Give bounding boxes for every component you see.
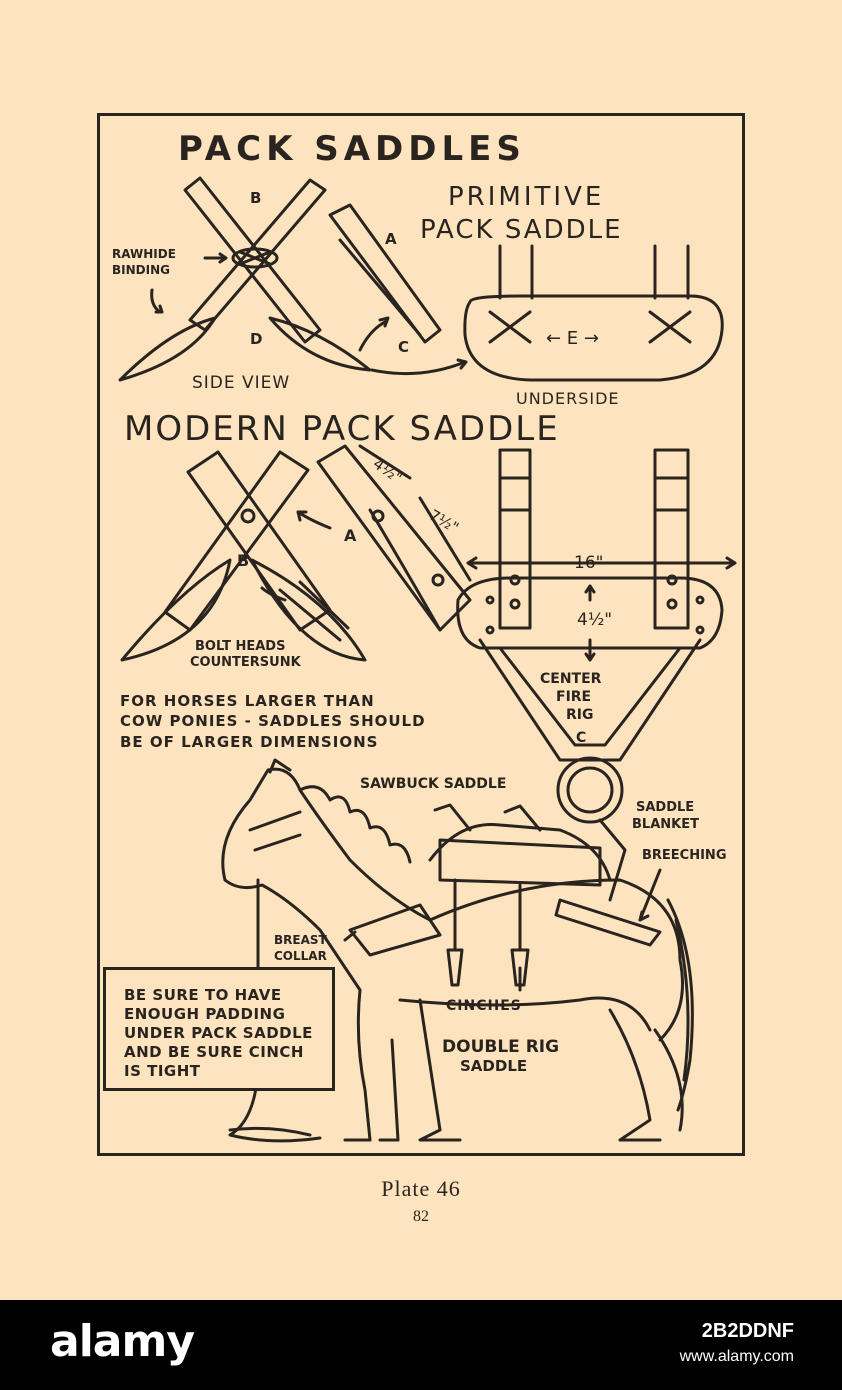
rawhide-label-line1: RAWHIDE	[112, 247, 176, 261]
padding-note-line: BE SURE TO HAVE	[124, 986, 282, 1004]
stock-logo: alamy	[50, 1316, 195, 1367]
pack-saddles-illustration: PACK SADDLES PRIMITIVE PACK SADDLE B A D…	[112, 129, 737, 1143]
site-url: www.alamy.com	[679, 1348, 794, 1365]
primitive-heading-line1: PRIMITIVE	[448, 182, 604, 212]
title: PACK SADDLES	[178, 129, 526, 169]
padding-note-line: ENOUGH PADDING	[124, 1005, 286, 1023]
primitive-label-b: B	[250, 189, 261, 207]
dim-height-label: 4½"	[577, 610, 612, 630]
breast-label-line2: COLLAR	[274, 949, 327, 963]
side-view-label: SIDE VIEW	[192, 373, 290, 393]
padding-note-box: BE SURE TO HAVE ENOUGH PADDING UNDER PAC…	[103, 967, 335, 1091]
bolt-label-line2: COUNTERSUNK	[190, 655, 302, 670]
plate-frame	[97, 113, 745, 1156]
image-id: 2B2DDNF	[701, 1320, 794, 1342]
primitive-label-a: A	[385, 230, 397, 248]
center-fire-rig	[456, 448, 737, 824]
larger-horse-note-line1: FOR HORSES LARGER THAN	[120, 692, 375, 710]
padding-note-line: IS TIGHT	[124, 1062, 201, 1080]
breeching-label: BREECHING	[642, 848, 727, 863]
larger-horse-note-line3: BE OF LARGER DIMENSIONS	[120, 733, 378, 751]
primitive-underside	[463, 244, 724, 382]
rig-label-line3: RIG	[566, 707, 593, 723]
modern-label-a: A	[344, 526, 357, 545]
underside-label: UNDERSIDE	[516, 389, 620, 408]
padding-note-line: AND BE SURE CINCH	[124, 1043, 304, 1061]
cinches-label: CINCHES	[446, 998, 522, 1014]
primitive-label-c: C	[398, 338, 409, 356]
modern-label-b: B	[237, 551, 249, 570]
page-number: 82	[413, 1208, 429, 1225]
horse-drawing	[221, 758, 694, 1143]
sawbuck-label: SAWBUCK SADDLE	[360, 776, 506, 792]
stock-image-info: 2B2DDNF www.alamy.com	[680, 1318, 794, 1370]
rig-label-line1: CENTER	[540, 671, 602, 687]
diagram-labels: PACK SADDLES PRIMITIVE PACK SADDLE B A D…	[112, 129, 727, 1075]
primitive-side-view	[118, 176, 468, 382]
larger-horse-note-line2: COW PONIES - SADDLES SHOULD	[120, 712, 426, 730]
stock-footer-bar	[0, 1300, 842, 1390]
rig-label-line2: FIRE	[556, 689, 591, 705]
double-rig-label-line1: DOUBLE RIG	[442, 1037, 559, 1057]
double-rig-label-line2: SADDLE	[460, 1057, 527, 1075]
primitive-label-d: D	[250, 330, 262, 348]
blanket-label-line2: BLANKET	[632, 817, 699, 832]
bolt-label-line1: BOLT HEADS	[195, 639, 285, 654]
breast-label-line1: BREAST	[274, 933, 328, 947]
padding-note-line: UNDER PACK SADDLE	[124, 1024, 313, 1042]
primitive-heading-line2: PACK SADDLE	[420, 215, 623, 245]
plate-label: Plate 46	[381, 1176, 461, 1201]
dim-long-label: 7½"	[426, 506, 462, 537]
modern-label-c: C	[576, 730, 586, 746]
modern-side-view	[120, 444, 472, 662]
rawhide-label-line2: BINDING	[112, 263, 170, 277]
modern-heading: MODERN PACK SADDLE	[124, 409, 560, 449]
dim-width-label: 16"	[574, 553, 603, 573]
blanket-label-line1: SADDLE	[636, 800, 694, 815]
primitive-label-e: ← E →	[546, 328, 599, 349]
